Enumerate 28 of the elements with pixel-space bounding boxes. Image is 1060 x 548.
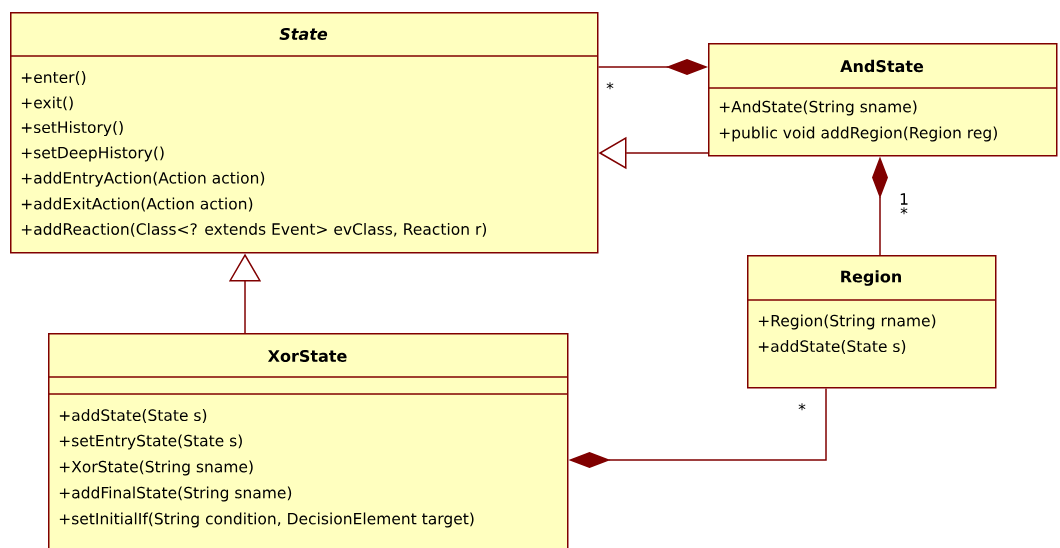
method-signature: +public void addRegion(Region reg) <box>719 126 997 142</box>
method-signature: +addEntryAction(Action action) <box>21 171 265 187</box>
method-signature: +AndState(String sname) <box>719 100 917 116</box>
class-box <box>9 12 599 254</box>
method-signature: +setHistory() <box>21 121 123 137</box>
method-signature: +addState(State s) <box>758 340 906 354</box>
method-signature: +setEntryState(State s) <box>59 434 242 450</box>
class-box <box>746 255 997 389</box>
multiplicity: * <box>798 403 806 411</box>
method-signature: +XorState(String sname) <box>59 460 253 476</box>
multiplicity: * <box>606 82 614 90</box>
method-signature: +enter() <box>21 71 86 85</box>
method-signature: +addReaction(Class<? extends Event> evClass, Reaction r) <box>21 222 487 237</box>
class-box <box>707 43 1058 157</box>
multiplicity: 1 <box>900 193 908 205</box>
method-signature: +addExitAction(Action action) <box>21 197 253 212</box>
class-box <box>47 333 569 548</box>
method-signature: +addState(State s) <box>59 409 207 423</box>
method-signature: +exit() <box>21 96 73 111</box>
method-signature: +setInitialIf(String condition, DecisionElement target) <box>59 512 474 528</box>
multiplicity: * <box>900 207 908 215</box>
class-name: AndState <box>840 59 924 73</box>
method-signature: +setDeepHistory() <box>21 146 164 162</box>
class-name: Region <box>841 270 901 286</box>
method-signature: +Region(String rname) <box>758 314 936 330</box>
method-signature: +addFinalState(String sname) <box>59 486 292 502</box>
class-name: XorState <box>267 349 347 363</box>
class-name: State <box>279 27 328 41</box>
